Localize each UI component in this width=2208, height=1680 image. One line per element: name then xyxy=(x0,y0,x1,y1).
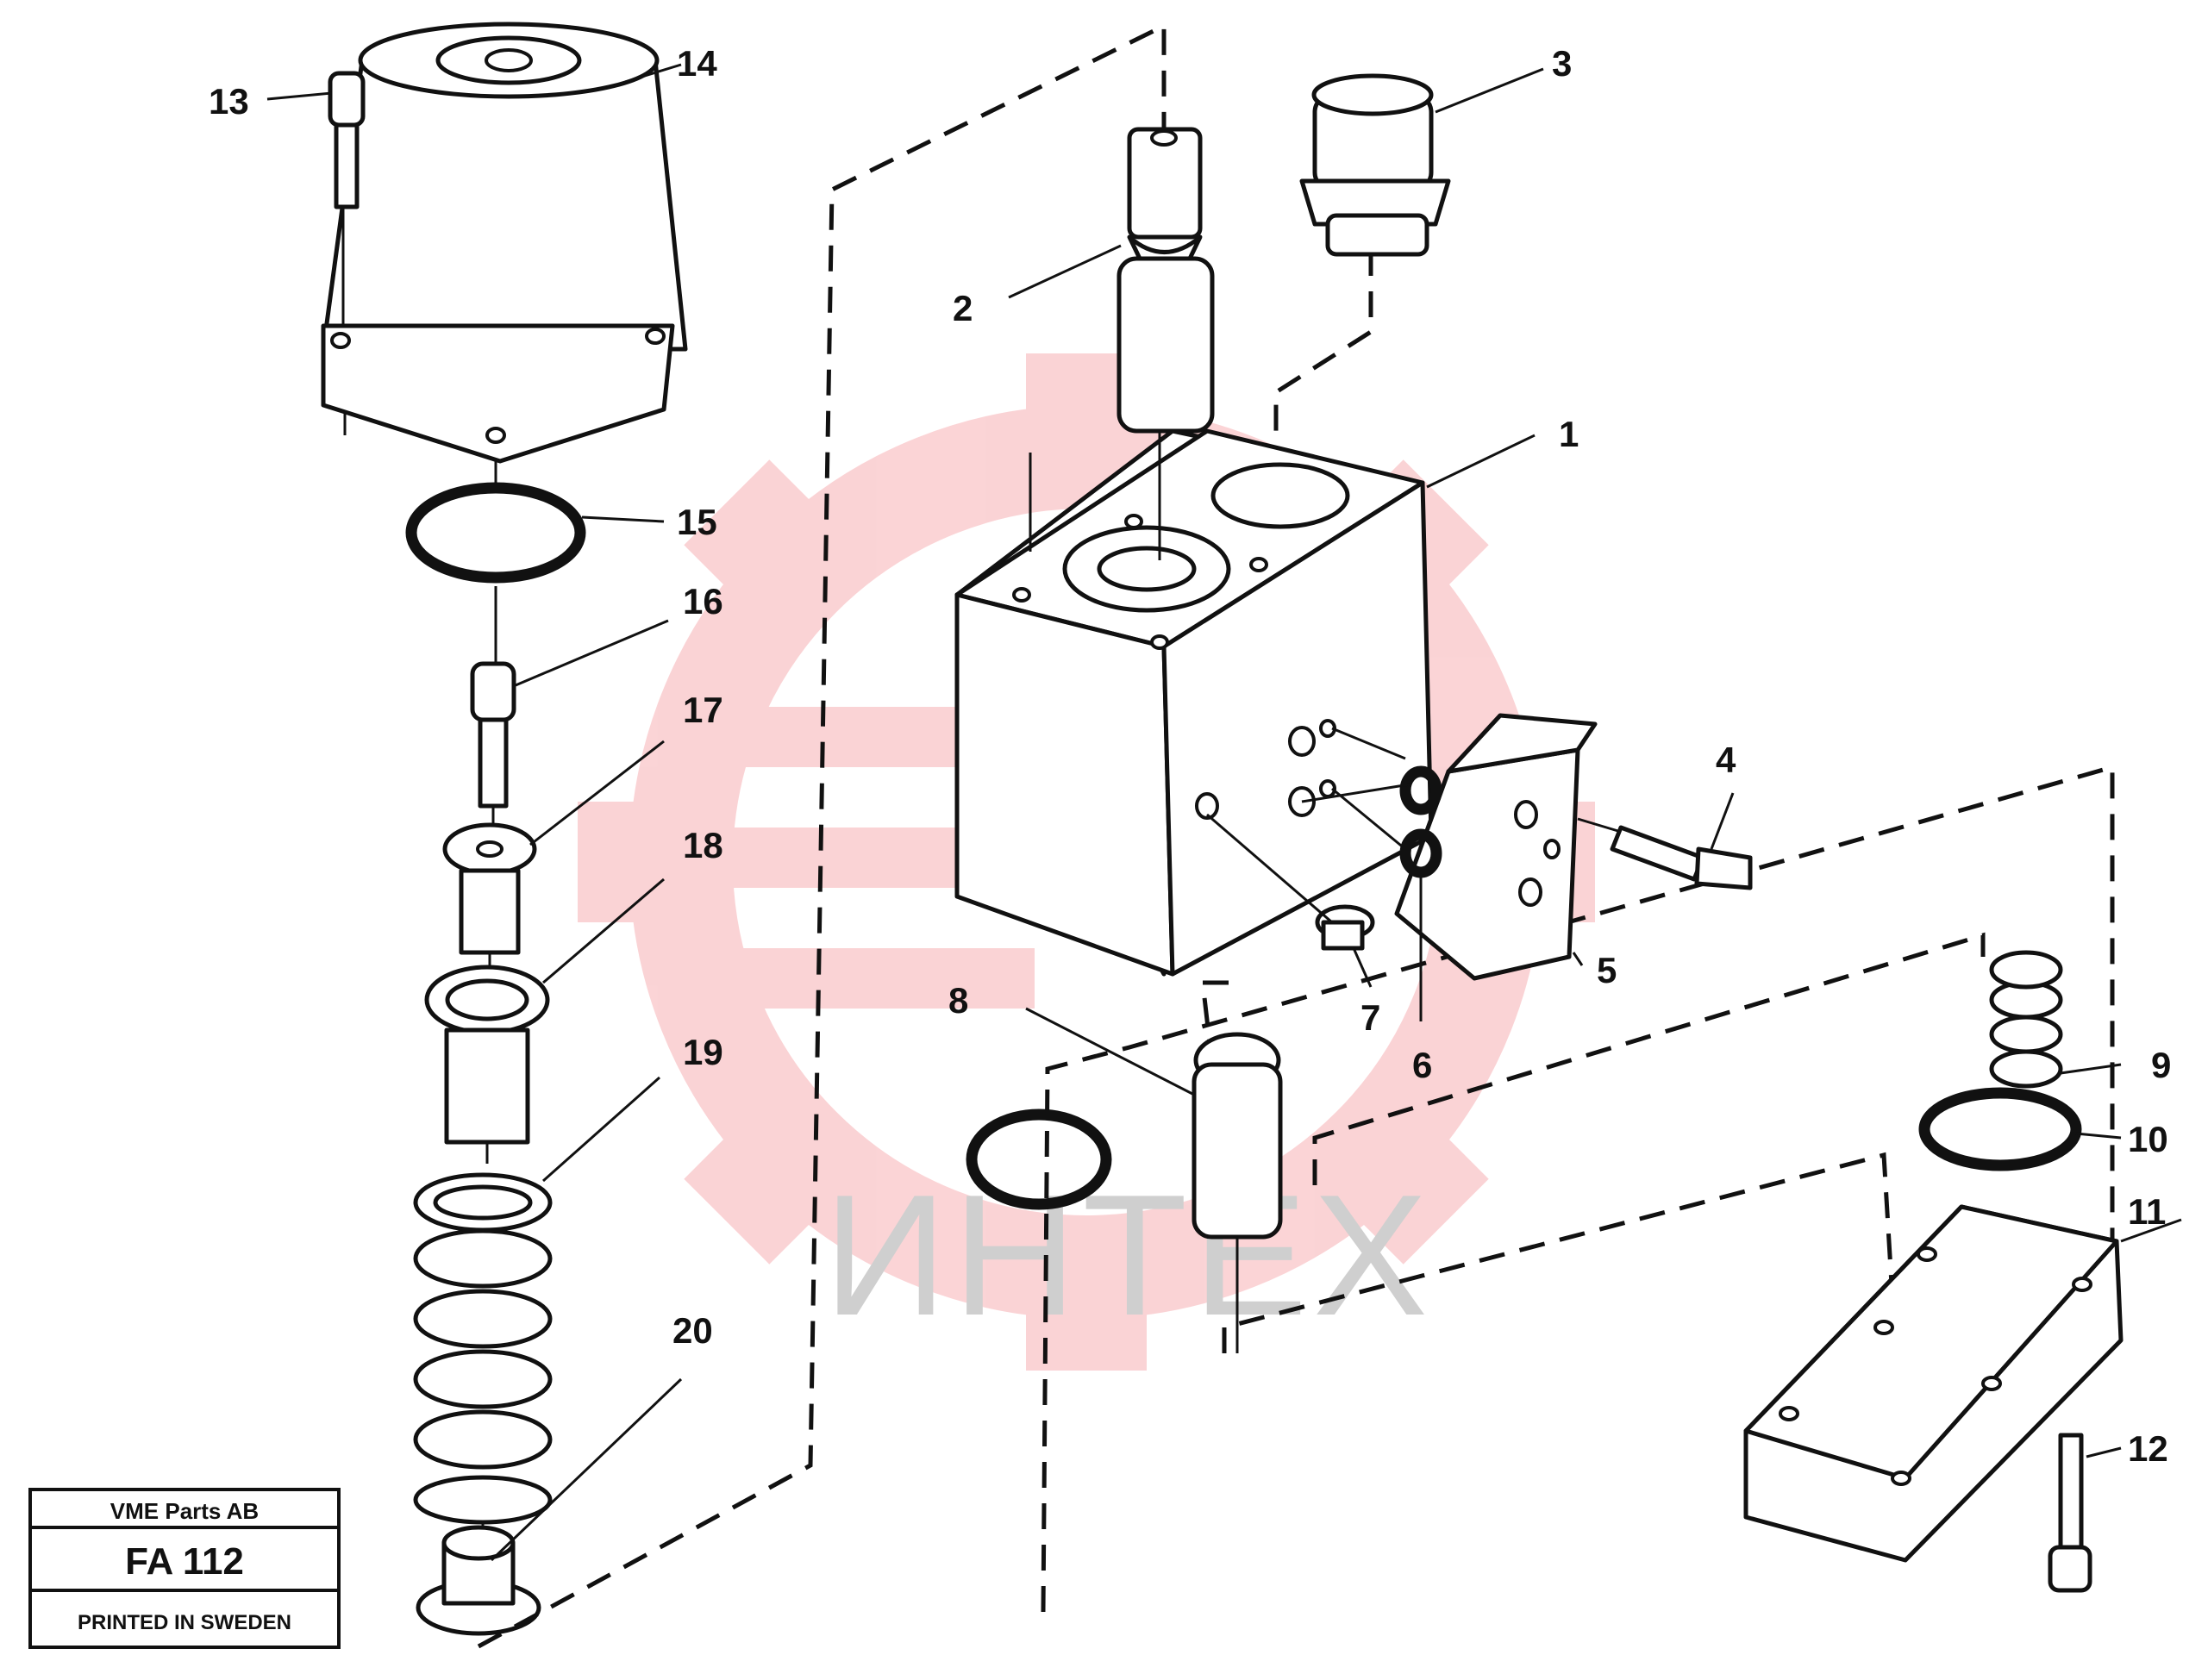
plate-part-11 xyxy=(1743,1204,2124,1563)
assembly-dashed-line-fitting xyxy=(1273,250,1373,483)
plug-part-7 xyxy=(1315,904,1375,951)
assembly-dashed-line-spring xyxy=(1312,932,1986,1185)
seat-part-20 xyxy=(416,1525,541,1636)
callout-10: 10 xyxy=(2128,1119,2168,1159)
callout-16: 16 xyxy=(683,581,723,621)
spring-part-9 xyxy=(1989,950,2063,1089)
callout-15: 15 xyxy=(677,502,717,542)
callout-5: 5 xyxy=(1597,950,1617,990)
pilot-block-part-5 xyxy=(1394,713,1598,981)
cup-part-18 xyxy=(424,965,550,1145)
callout-4: 4 xyxy=(1716,740,1736,780)
callout-17: 17 xyxy=(683,690,723,730)
callout-7: 7 xyxy=(1360,997,1380,1038)
bolt-part-4 xyxy=(1577,817,1753,890)
callout-20: 20 xyxy=(672,1310,713,1351)
callout-14: 14 xyxy=(677,43,717,84)
assembly-dashed-line-lower xyxy=(1041,764,2115,1613)
cover-part-14 xyxy=(321,22,688,464)
assembly-dashed-line-left xyxy=(477,22,1167,1649)
screw-part-13 xyxy=(328,71,366,328)
callout-6: 6 xyxy=(1412,1045,1432,1085)
callout-9: 9 xyxy=(2151,1045,2171,1085)
drawing-code: FA 112 xyxy=(125,1540,244,1583)
callout-13: 13 xyxy=(209,81,249,122)
callout-2: 2 xyxy=(953,288,973,328)
adjusting-screw-part-2 xyxy=(1117,127,1215,434)
sleeve-part-17 xyxy=(442,822,537,955)
spring-part-19 xyxy=(413,1172,553,1525)
valve-block-part-1 xyxy=(954,428,1434,977)
callout-labels: 1 2 3 4 5 6 7 8 9 10 11 12 13 14 15 16 1… xyxy=(209,43,2171,1469)
o-ring-part-8 xyxy=(966,1109,1112,1210)
bolt-part-16 xyxy=(470,661,516,832)
callout-3: 3 xyxy=(1552,43,1572,84)
callout-12: 12 xyxy=(2128,1428,2168,1469)
leader-lines xyxy=(266,63,2182,1562)
callout-8: 8 xyxy=(948,980,968,1021)
fitting-part-3 xyxy=(1299,73,1451,257)
valve-part-8 xyxy=(1192,1032,1283,1240)
printed-note: PRINTED IN SWEDEN xyxy=(78,1611,291,1634)
title-block: VME Parts AB FA 112 PRINTED IN SWEDEN xyxy=(28,1488,341,1649)
assembly-dashed-line-plate xyxy=(1222,1152,1899,1371)
o-ring-part-6-top xyxy=(1399,765,1442,815)
bolt-part-12 xyxy=(2048,1433,2092,1593)
callout-19: 19 xyxy=(683,1032,723,1072)
o-ring-part-10 xyxy=(1918,1087,2082,1171)
callout-1: 1 xyxy=(1559,414,1579,454)
company-name: VME Parts AB xyxy=(110,1498,259,1524)
callout-18: 18 xyxy=(683,825,723,865)
callout-11: 11 xyxy=(2128,1191,2166,1232)
o-ring-part-15 xyxy=(405,482,586,584)
watermark-text: ИНТЕХ xyxy=(823,1159,1433,1352)
